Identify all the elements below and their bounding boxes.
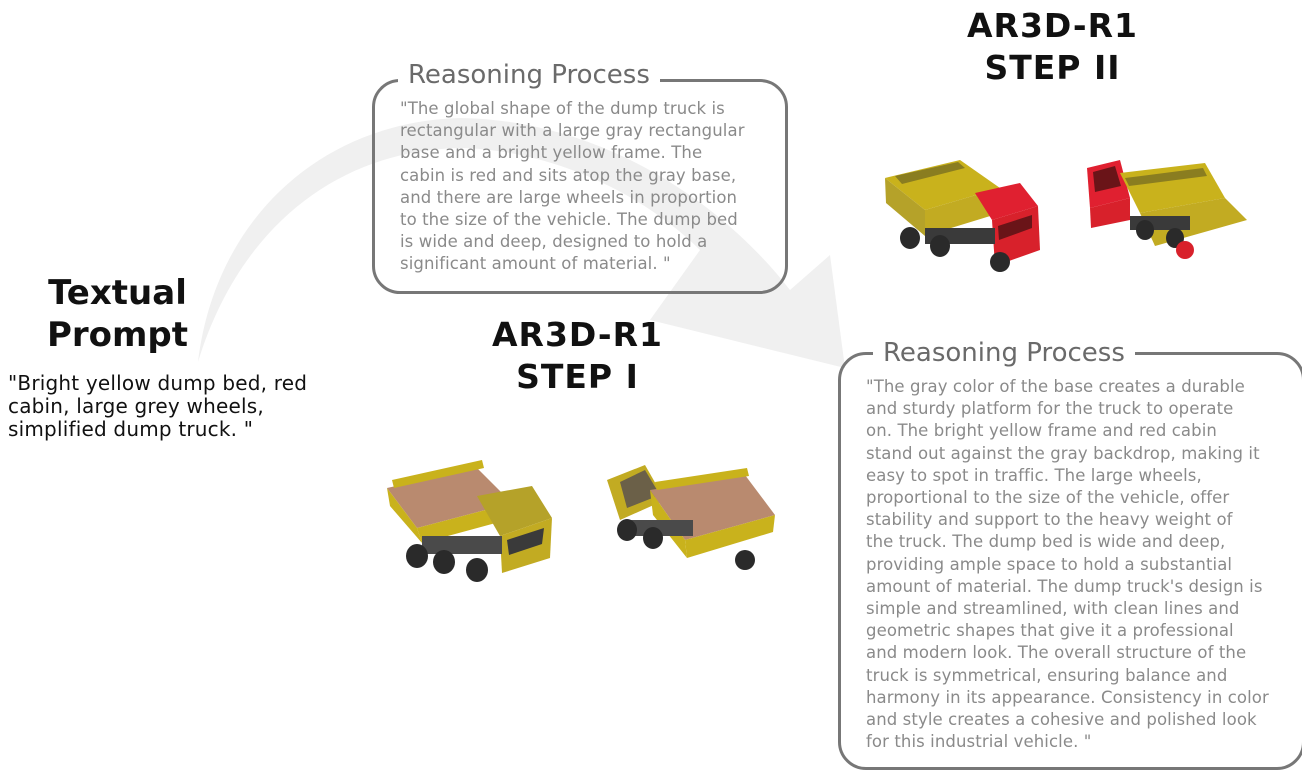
reasoning-line: harmony in its appearance. Consistency i…	[866, 687, 1269, 707]
reasoning-line: base and a bright yellow frame. The	[400, 143, 703, 163]
reasoning-line: and style creates a cohesive and polishe…	[866, 710, 1257, 730]
reasoning-line: for this industrial vehicle. "	[866, 732, 1092, 752]
reasoning-line: stand out against the gray backdrop, mak…	[866, 443, 1260, 463]
step1-truck-front-view	[387, 460, 552, 582]
reasoning-line: the truck. The dump bed is wide and deep…	[866, 532, 1226, 552]
reasoning-line: providing ample space to hold a substant…	[866, 554, 1233, 574]
step1-title-line1: AR3D-R1	[492, 315, 663, 354]
step2-reasoning-label: Reasoning Process	[873, 337, 1135, 369]
step1-title-line2: STEP I	[516, 357, 639, 396]
reasoning-line: significant amount of material. "	[400, 254, 671, 274]
reasoning-line: and modern look. The overall structure o…	[866, 643, 1247, 663]
reasoning-line: "The global shape of the dump truck is	[400, 99, 725, 118]
step2-title-line2: STEP II	[984, 48, 1121, 87]
step2-truck-front-view	[885, 160, 1040, 272]
step1-truck-rear-view	[607, 465, 775, 570]
reasoning-line: cabin is red and sits atop the gray base…	[400, 165, 737, 185]
prompt-line: "Bright yellow dump bed, red	[8, 371, 308, 395]
reasoning-line: stability and support to the heavy weigh…	[866, 510, 1233, 530]
prompt-line: simplified dump truck. "	[8, 417, 254, 441]
step1-reasoning-text: "The global shape of the dump truck is r…	[400, 98, 762, 276]
reasoning-line: rectangular with a large gray rectangula…	[400, 121, 745, 141]
reasoning-line: geometric shapes that give it a professi…	[866, 621, 1234, 641]
reasoning-line: and sturdy platform for the truck to ope…	[866, 399, 1234, 419]
reasoning-line: "The gray color of the base creates a du…	[866, 377, 1245, 396]
prompt-line: cabin, large grey wheels,	[8, 394, 264, 418]
reasoning-line: simple and streamlined, with clean lines…	[866, 599, 1240, 619]
step1-title: AR3D-R1 STEP I	[470, 314, 685, 398]
reasoning-line: amount of material. The dump truck's des…	[866, 576, 1263, 596]
reasoning-line: and there are large wheels in proportion	[400, 187, 738, 207]
textual-prompt-title-line2: Prompt	[46, 315, 189, 355]
step2-title: AR3D-R1 STEP II	[945, 5, 1160, 89]
textual-prompt-title-line1: Textual	[48, 273, 187, 313]
step2-reasoning-text: "The gray color of the base creates a du…	[866, 376, 1286, 753]
reasoning-line: easy to spot in traffic. The large wheel…	[866, 465, 1202, 485]
step2-title-line1: AR3D-R1	[967, 6, 1138, 45]
reasoning-line: to the size of the vehicle. The dump bed	[400, 210, 738, 230]
step1-reasoning-label: Reasoning Process	[398, 59, 660, 91]
reasoning-line: on. The bright yellow frame and red cabi…	[866, 421, 1217, 441]
reasoning-line: is wide and deep, designed to hold a	[400, 232, 708, 252]
reasoning-line: proportional to the size of the vehicle,…	[866, 488, 1230, 508]
textual-prompt-text: "Bright yellow dump bed, red cabin, larg…	[8, 372, 338, 441]
reasoning-line: truck is symmetrical, ensuring balance a…	[866, 665, 1228, 685]
textual-prompt-title: Textual Prompt	[30, 272, 205, 356]
step2-truck-rear-view	[1087, 160, 1247, 259]
